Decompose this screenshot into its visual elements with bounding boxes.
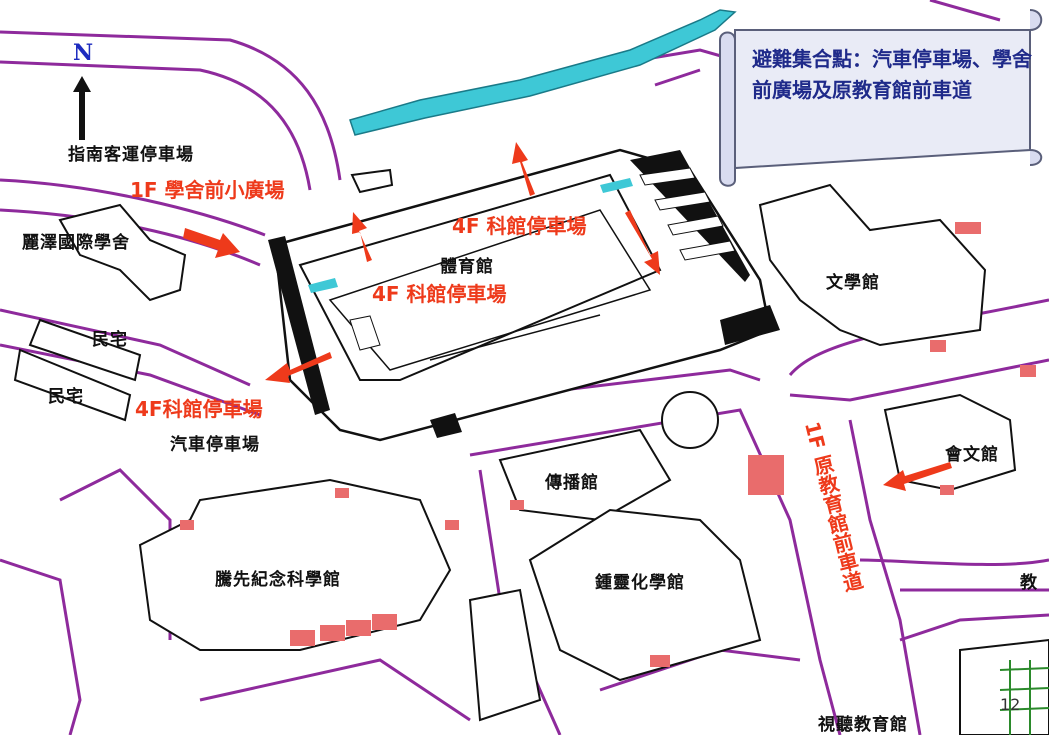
arrow-north-top (512, 142, 535, 196)
label-communication-hall: 傳播館 (545, 473, 599, 493)
pink-markers (180, 222, 1036, 667)
label-science-hall: 騰先紀念科學館 (215, 570, 341, 590)
label-literature-hall: 文學館 (826, 273, 880, 293)
building-outlines (13, 168, 1049, 735)
label-residence-1: 民宅 (92, 330, 128, 350)
label-huiwen-hall: 會文館 (945, 445, 999, 465)
label-4f-parking-mid: 4F 科館停車場 (372, 282, 507, 306)
label-4f-parking-left: 4F科館停車場 (135, 397, 263, 421)
label-4f-parking-top: 4F 科館停車場 (452, 214, 587, 238)
note-banner (719, 9, 1043, 187)
evacuation-note: 避難集合點：汽車停車場、學舍前廣場及原教育館前車道 (752, 47, 1032, 102)
arrow-south-right (625, 210, 660, 275)
label-audiovisual-hall: 視聽教育館 (818, 715, 908, 735)
label-car-parking: 汽車停車場 (170, 435, 260, 455)
north-arrow (73, 76, 91, 140)
gymnasium-building (268, 148, 780, 442)
green-grid (999, 660, 1049, 735)
arrow-west-road (883, 462, 952, 491)
arrow-to-gym-entrance (183, 228, 240, 258)
label-education: 教 (1020, 573, 1038, 593)
arrow-north-left (352, 212, 372, 262)
label-lize-dorm: 麗澤國際學舍 (22, 233, 130, 253)
evacuation-arrows (183, 142, 952, 491)
north-label: N (73, 40, 94, 66)
label-zhinan-bus-parking: 指南客運停車場 (68, 145, 194, 165)
page-number: 12 (1000, 695, 1021, 714)
label-chemistry-hall: 鍾靈化學館 (595, 573, 685, 593)
label-gymnasium: 體育館 (440, 257, 494, 277)
label-1f-plaza: 1F 學舍前小廣場 (130, 178, 285, 202)
arrow-west-lot (265, 352, 332, 383)
label-residence-2: 民宅 (48, 387, 84, 407)
canal (349, 9, 737, 136)
